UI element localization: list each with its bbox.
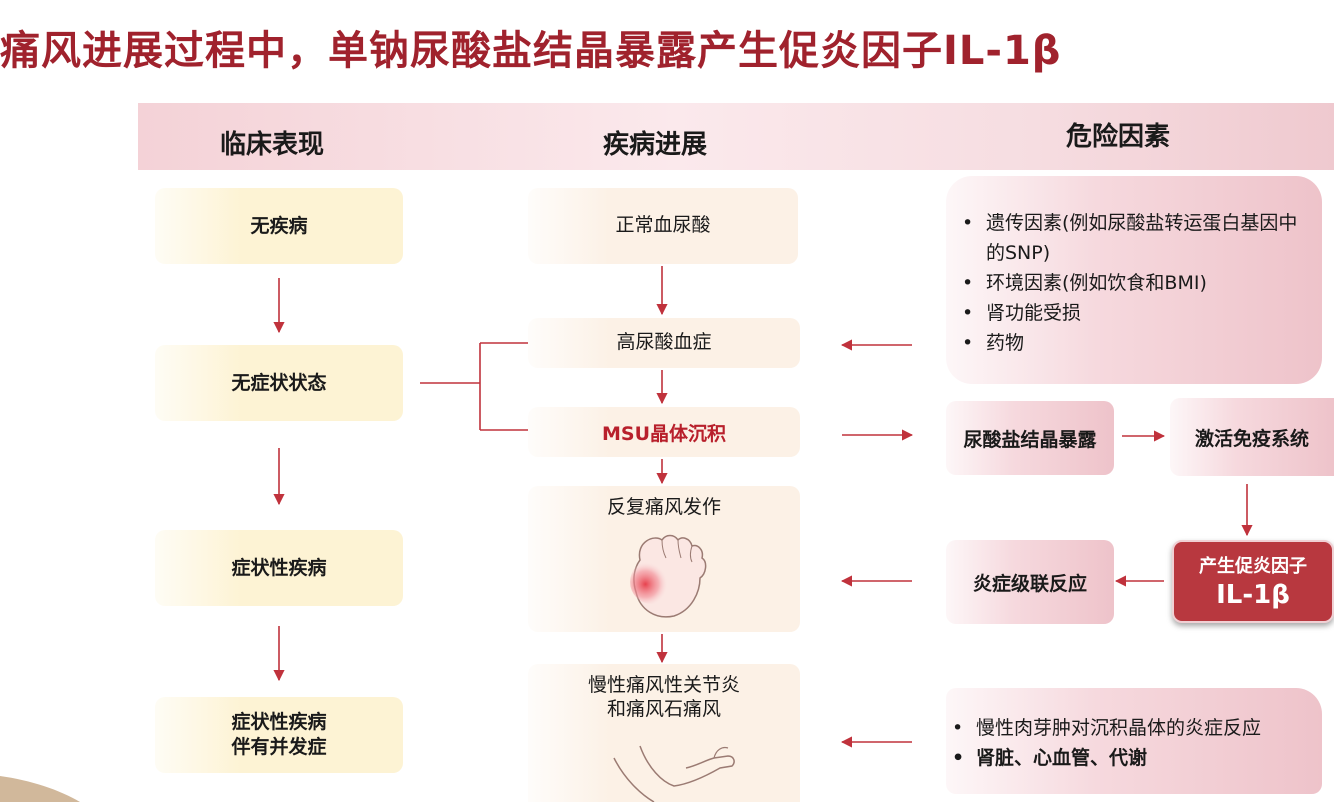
bracket-asymptomatic xyxy=(420,342,528,431)
column-header-band xyxy=(138,103,1334,170)
progression-recurrent-gout: 反复痛风发作 xyxy=(606,496,721,518)
progression-chronic-panel: 慢性痛风性关节炎 和痛风石痛风 xyxy=(528,664,800,802)
il1b-cytokine-box: 产生促炎因子 IL-1β xyxy=(1172,540,1334,623)
risk-factor-item: 药物 xyxy=(960,328,1310,358)
crystal-exposure-box: 尿酸盐结晶暴露 xyxy=(946,401,1114,475)
complications-list: 慢性肉芽肿对沉积晶体的炎症反应 肾脏、心血管、代谢 xyxy=(950,713,1320,773)
progression-normal-uric-acid: 正常血尿酸 xyxy=(528,188,798,264)
risk-factor-item: 环境因素(例如饮食和BMI) xyxy=(960,268,1310,298)
clinical-complications: 症状性疾病 伴有并发症 xyxy=(155,697,403,773)
decorative-corner-swoosh xyxy=(0,776,80,802)
complication-item: 慢性肉芽肿对沉积晶体的炎症反应 xyxy=(950,713,1320,743)
il1b-label-line1: 产生促炎因子 xyxy=(1199,556,1307,577)
column-header-progression: 疾病进展 xyxy=(603,130,708,160)
column-header-clinical: 临床表现 xyxy=(220,130,325,160)
il1b-label-line2: IL-1β xyxy=(1216,580,1290,610)
foot-inflammation-icon xyxy=(630,534,707,618)
complication-item: 肾脏、心血管、代谢 xyxy=(950,743,1320,773)
immune-activation-box: 激活免疫系统 xyxy=(1170,398,1334,476)
progression-msu-deposition: MSU晶体沉积 xyxy=(528,407,800,457)
inflammatory-cascade-box: 炎症级联反应 xyxy=(946,540,1114,624)
column-header-risk: 危险因素 xyxy=(1066,122,1171,152)
progression-chronic-gout: 慢性痛风性关节炎 和痛风石痛风 xyxy=(587,674,740,720)
risk-factors-list: 遗传因素(例如尿酸盐转运蛋白基因中的SNP) 环境因素(例如饮食和BMI) 肾功… xyxy=(960,208,1310,358)
progression-hyperuricemia: 高尿酸血症 xyxy=(528,318,800,368)
page-title: 痛风进展过程中，单钠尿酸盐结晶暴露产生促炎因子IL-1β xyxy=(0,28,1062,74)
clinical-asymptomatic: 无症状状态 xyxy=(155,345,403,421)
risk-factor-item: 肾功能受损 xyxy=(960,298,1310,328)
risk-factor-item: 遗传因素(例如尿酸盐转运蛋白基因中的SNP) xyxy=(960,208,1310,268)
clinical-symptomatic: 症状性疾病 xyxy=(155,530,403,606)
arm-joint-icon xyxy=(613,745,735,802)
clinical-no-disease: 无疾病 xyxy=(155,188,403,264)
